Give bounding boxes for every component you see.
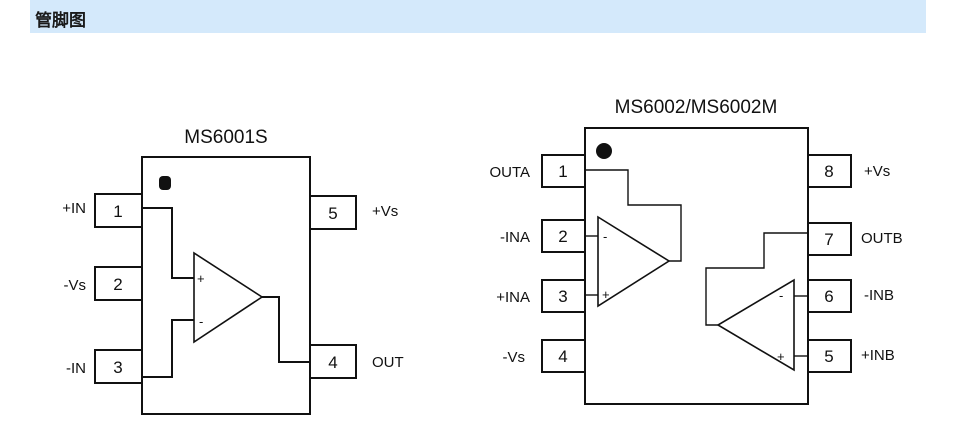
ms6001s-opamp [193,251,264,344]
ms6001s-pin5-box [309,195,357,230]
ms6002-pin6-number: 6 [824,287,833,306]
ms6002-amp-a-minus-sign: - [603,229,607,244]
ms6002-pin8-box [807,154,852,188]
ms6002-pin2-label: -INA [500,229,530,246]
ms6001s-body [141,156,311,415]
ms6001s-chip [94,156,357,415]
ms6002-pin8-number: 8 [824,162,833,181]
ms6002-pin3-number: 3 [558,287,567,306]
ms6002-body [584,127,809,405]
ms6002-pin7-box [807,222,852,256]
ms6001s-pin2-label: -Vs [64,277,87,294]
ms6001s-pin3-label: -IN [66,360,86,377]
ms6001s-pin1-box [94,193,143,228]
ms6002-pin1-marker [596,143,612,159]
ms6002-pin7-label: OUTB [861,230,903,247]
ms6001s-pin1-marker [159,176,171,190]
ms6002-pin3-label: +INA [496,289,530,306]
ms6001s-pin5-number: 5 [328,204,337,223]
ms6001s-wire-in-minus [142,319,194,378]
ms6002-pin5-number: 5 [824,347,833,366]
ms6001s-pin2-number: 2 [113,275,122,294]
ms6002-pin1-box [541,154,586,188]
ms6001s-wire-in-plus [142,207,194,279]
ms6002-pin1-label: OUTA [489,164,530,181]
ms6002-title: MS6002/MS6002M [615,97,778,118]
ms6002-pin4-box [541,339,586,373]
ms6002-pin4-number: 4 [558,347,567,366]
ms6002-pin2-number: 2 [558,227,567,246]
ms6002-pin6-label: -INB [864,287,894,304]
ms6001s-pin1-number: 1 [113,202,122,221]
ms6001s-minus-sign: - [199,314,203,329]
ms6001s-pin3-box [94,349,143,384]
ms6001s-pin5-label: +Vs [372,203,398,220]
ms6001s-pin4-label: OUT [372,354,404,371]
ms6001s-plus-sign: + [197,271,205,286]
ms6002-pin5-label: +INB [861,347,895,364]
section-title: 管脚图 [35,11,86,31]
ms6002-pin1-number: 1 [558,162,567,181]
ms6002-wire-outb [705,232,808,326]
ms6002-opamp-a [597,215,671,308]
ms6002-pin8-label: +Vs [864,163,890,180]
ms6002-amp-a-plus-sign: + [602,287,610,302]
ms6002-amp-b-minus-sign: - [779,288,783,303]
ms6002-amp-b-plus-sign: + [777,349,785,364]
ms6001s-title: MS6001S [184,127,267,148]
ms6002-pin4-label: -Vs [503,349,526,366]
ms6002-opamp-b [716,278,795,372]
section-header: 管脚图 [30,0,926,33]
ms6001s-pin2-box [94,266,143,301]
ms6002-pin7-number: 7 [824,230,833,249]
ms6002-chip [541,127,852,405]
ms6002-pin3-box [541,279,586,313]
ms6002-wire-outa [585,169,682,262]
ms6001s-pin1-label: +IN [62,200,86,217]
ms6001s-pin4-number: 4 [328,353,337,372]
ms6001s-pin3-number: 3 [113,358,122,377]
ms6001s-wire-out [262,296,310,363]
